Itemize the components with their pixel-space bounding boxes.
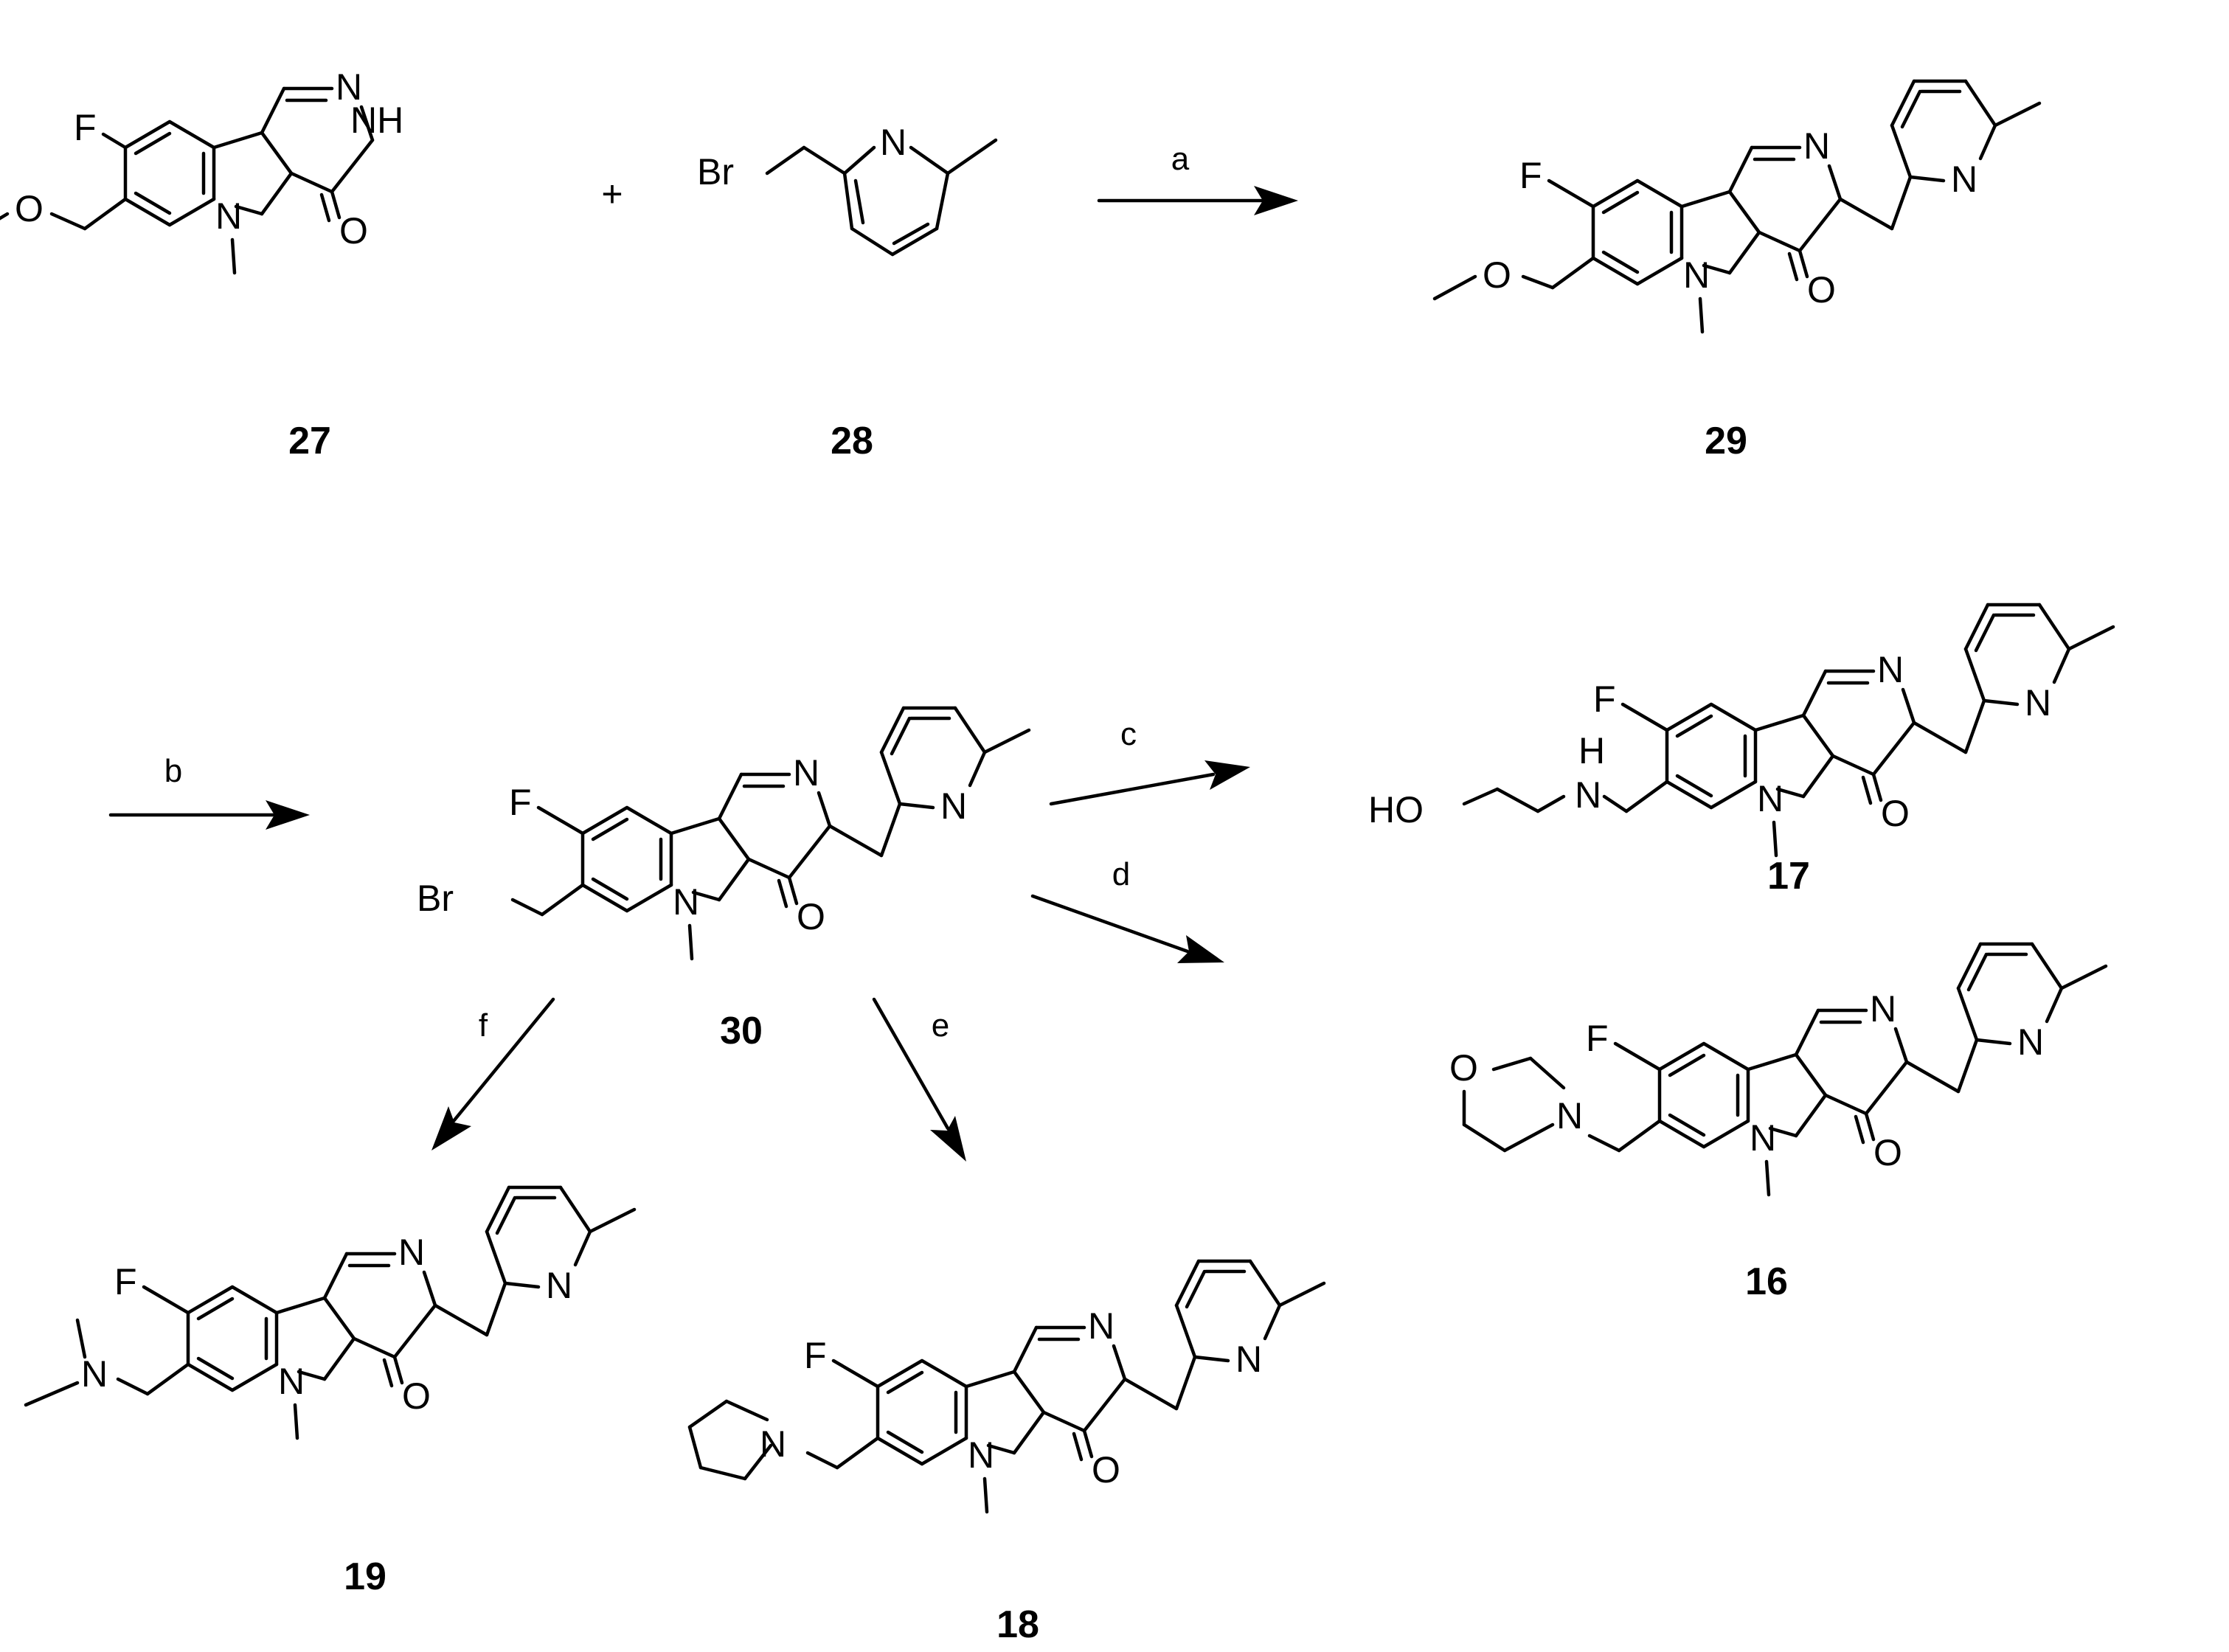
carbonyl-oxygen-label: O — [339, 210, 368, 251]
indole-nitrogen-label: N — [215, 195, 242, 237]
condition-c-label: c — [1120, 716, 1137, 752]
compound-16-label: 16 — [1745, 1260, 1788, 1303]
compound-19-label: 19 — [344, 1555, 386, 1598]
compound-28-label: 28 — [831, 420, 873, 462]
ether-oxygen-label: O — [15, 188, 44, 229]
bromine-label: Br — [417, 878, 454, 919]
compound-29-structure: O — [1432, 81, 2039, 332]
reaction-arrow-c: c — [1049, 716, 1250, 806]
reaction-arrow-d: d — [1030, 856, 1224, 963]
reaction-arrow-a: a — [1097, 141, 1298, 215]
compound-28-structure: Br N — [697, 122, 998, 257]
compound-16-structure: N O — [1449, 944, 2106, 1195]
compound-17-label: 17 — [1767, 855, 1810, 898]
reaction-arrow-f: f — [431, 997, 555, 1150]
condition-b-label: b — [164, 753, 182, 789]
nh-label: NH — [350, 100, 403, 141]
reaction-arrow-e: e — [872, 997, 966, 1162]
plus-sign: + — [601, 173, 623, 215]
compound-27-structure: F O N N NH O — [0, 66, 403, 275]
condition-f-label: f — [479, 1007, 488, 1044]
condition-e-label: e — [932, 1007, 949, 1044]
compound-18-structure: N — [687, 1261, 1324, 1512]
compound-30-label: 30 — [720, 1010, 763, 1052]
pyridazine-nitrogen-label: N — [336, 66, 362, 108]
dimethylamine-nitrogen-label: N — [81, 1353, 108, 1395]
amine-nitrogen-label: N — [1575, 774, 1601, 816]
ether-oxygen-label: O — [1483, 254, 1511, 296]
pyridine-nitrogen-label: N — [880, 122, 906, 163]
condition-d-label: d — [1112, 856, 1130, 892]
reaction-arrow-b: b — [108, 753, 310, 830]
compound-27-label: 27 — [288, 420, 331, 462]
compound-30-structure: Br — [417, 708, 1029, 959]
fluorine-label: F — [74, 107, 97, 148]
compound-29-label: 29 — [1705, 420, 1747, 462]
morpholine-oxygen-label: O — [1449, 1047, 1478, 1089]
bromine-label: Br — [697, 151, 734, 192]
compound-19-structure: N — [24, 1187, 634, 1438]
compound-18-label: 18 — [996, 1603, 1039, 1646]
hydroxyl-label: HO — [1368, 789, 1424, 830]
pyrrolidine-nitrogen-label: N — [760, 1423, 786, 1465]
amine-h-label: H — [1578, 730, 1605, 771]
compound-17-structure: H N HO — [1368, 605, 2113, 856]
condition-a-label: a — [1171, 141, 1190, 177]
morpholine-nitrogen-label: N — [1556, 1095, 1583, 1136]
